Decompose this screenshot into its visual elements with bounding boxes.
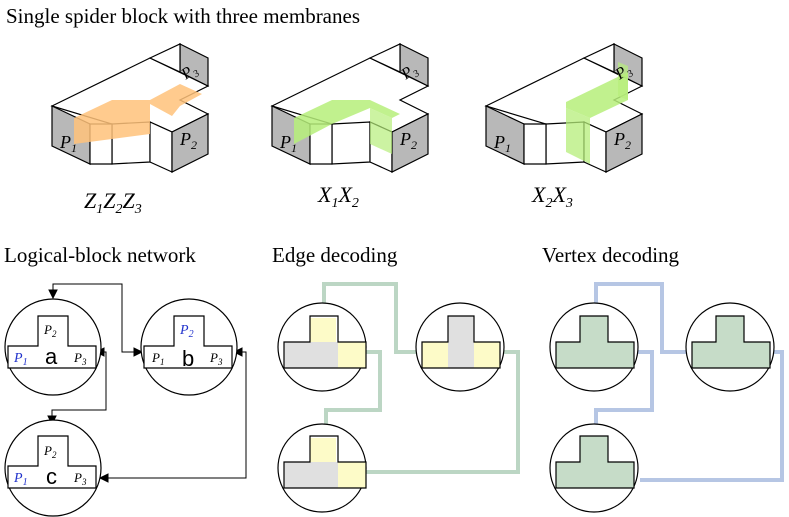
- edge-decoding: [277, 282, 520, 513]
- port-p2: P2: [399, 129, 417, 152]
- svg-text:P2: P2: [179, 323, 194, 340]
- section-network: Logical-block network: [4, 243, 196, 267]
- svg-text:P1: P1: [13, 471, 28, 488]
- node-label: a: [45, 344, 58, 369]
- svg-text:P3: P3: [73, 470, 87, 487]
- port-p1: P1: [59, 132, 77, 155]
- network-node-a: P2 P1 P3 a: [4, 298, 102, 396]
- spider-block-x12: P1 P2 P3: [271, 43, 429, 173]
- node-label: b: [182, 346, 194, 371]
- vertex-decoding: [549, 282, 784, 513]
- svg-text:P1: P1: [151, 350, 164, 367]
- svg-text:P2: P2: [43, 322, 57, 339]
- svg-text:P3: P3: [209, 350, 223, 367]
- svg-text:P2: P2: [43, 443, 57, 460]
- svg-text:P1: P1: [13, 351, 28, 368]
- caption-z: Z1Z2Z3: [84, 188, 142, 217]
- network-node-b: P2 P1 P3 b: [140, 298, 238, 396]
- membrane-z: [74, 84, 202, 144]
- spider-block-x23: P1 P2 P3: [485, 43, 643, 173]
- caption-x12: X1X2: [317, 182, 359, 211]
- node-label: c: [46, 464, 57, 489]
- section-edge: Edge decoding: [272, 243, 398, 267]
- logical-block-network: [47, 283, 247, 483]
- spider-block-z: P1 P2 P3: [51, 43, 209, 173]
- port-p1: P1: [279, 132, 297, 155]
- membrane-x12: [294, 100, 400, 144]
- port-p2: P2: [179, 129, 197, 152]
- port-p2: P2: [613, 129, 631, 152]
- membrane-x23: [566, 72, 628, 118]
- figure-title: Single spider block with three membranes: [6, 4, 360, 28]
- caption-x23: X2X3: [531, 182, 573, 211]
- port-p1: P1: [493, 132, 511, 155]
- svg-text:P3: P3: [73, 350, 87, 367]
- section-vertex: Vertex decoding: [542, 243, 680, 267]
- network-node-c: P2 P1 P3 c: [4, 419, 102, 517]
